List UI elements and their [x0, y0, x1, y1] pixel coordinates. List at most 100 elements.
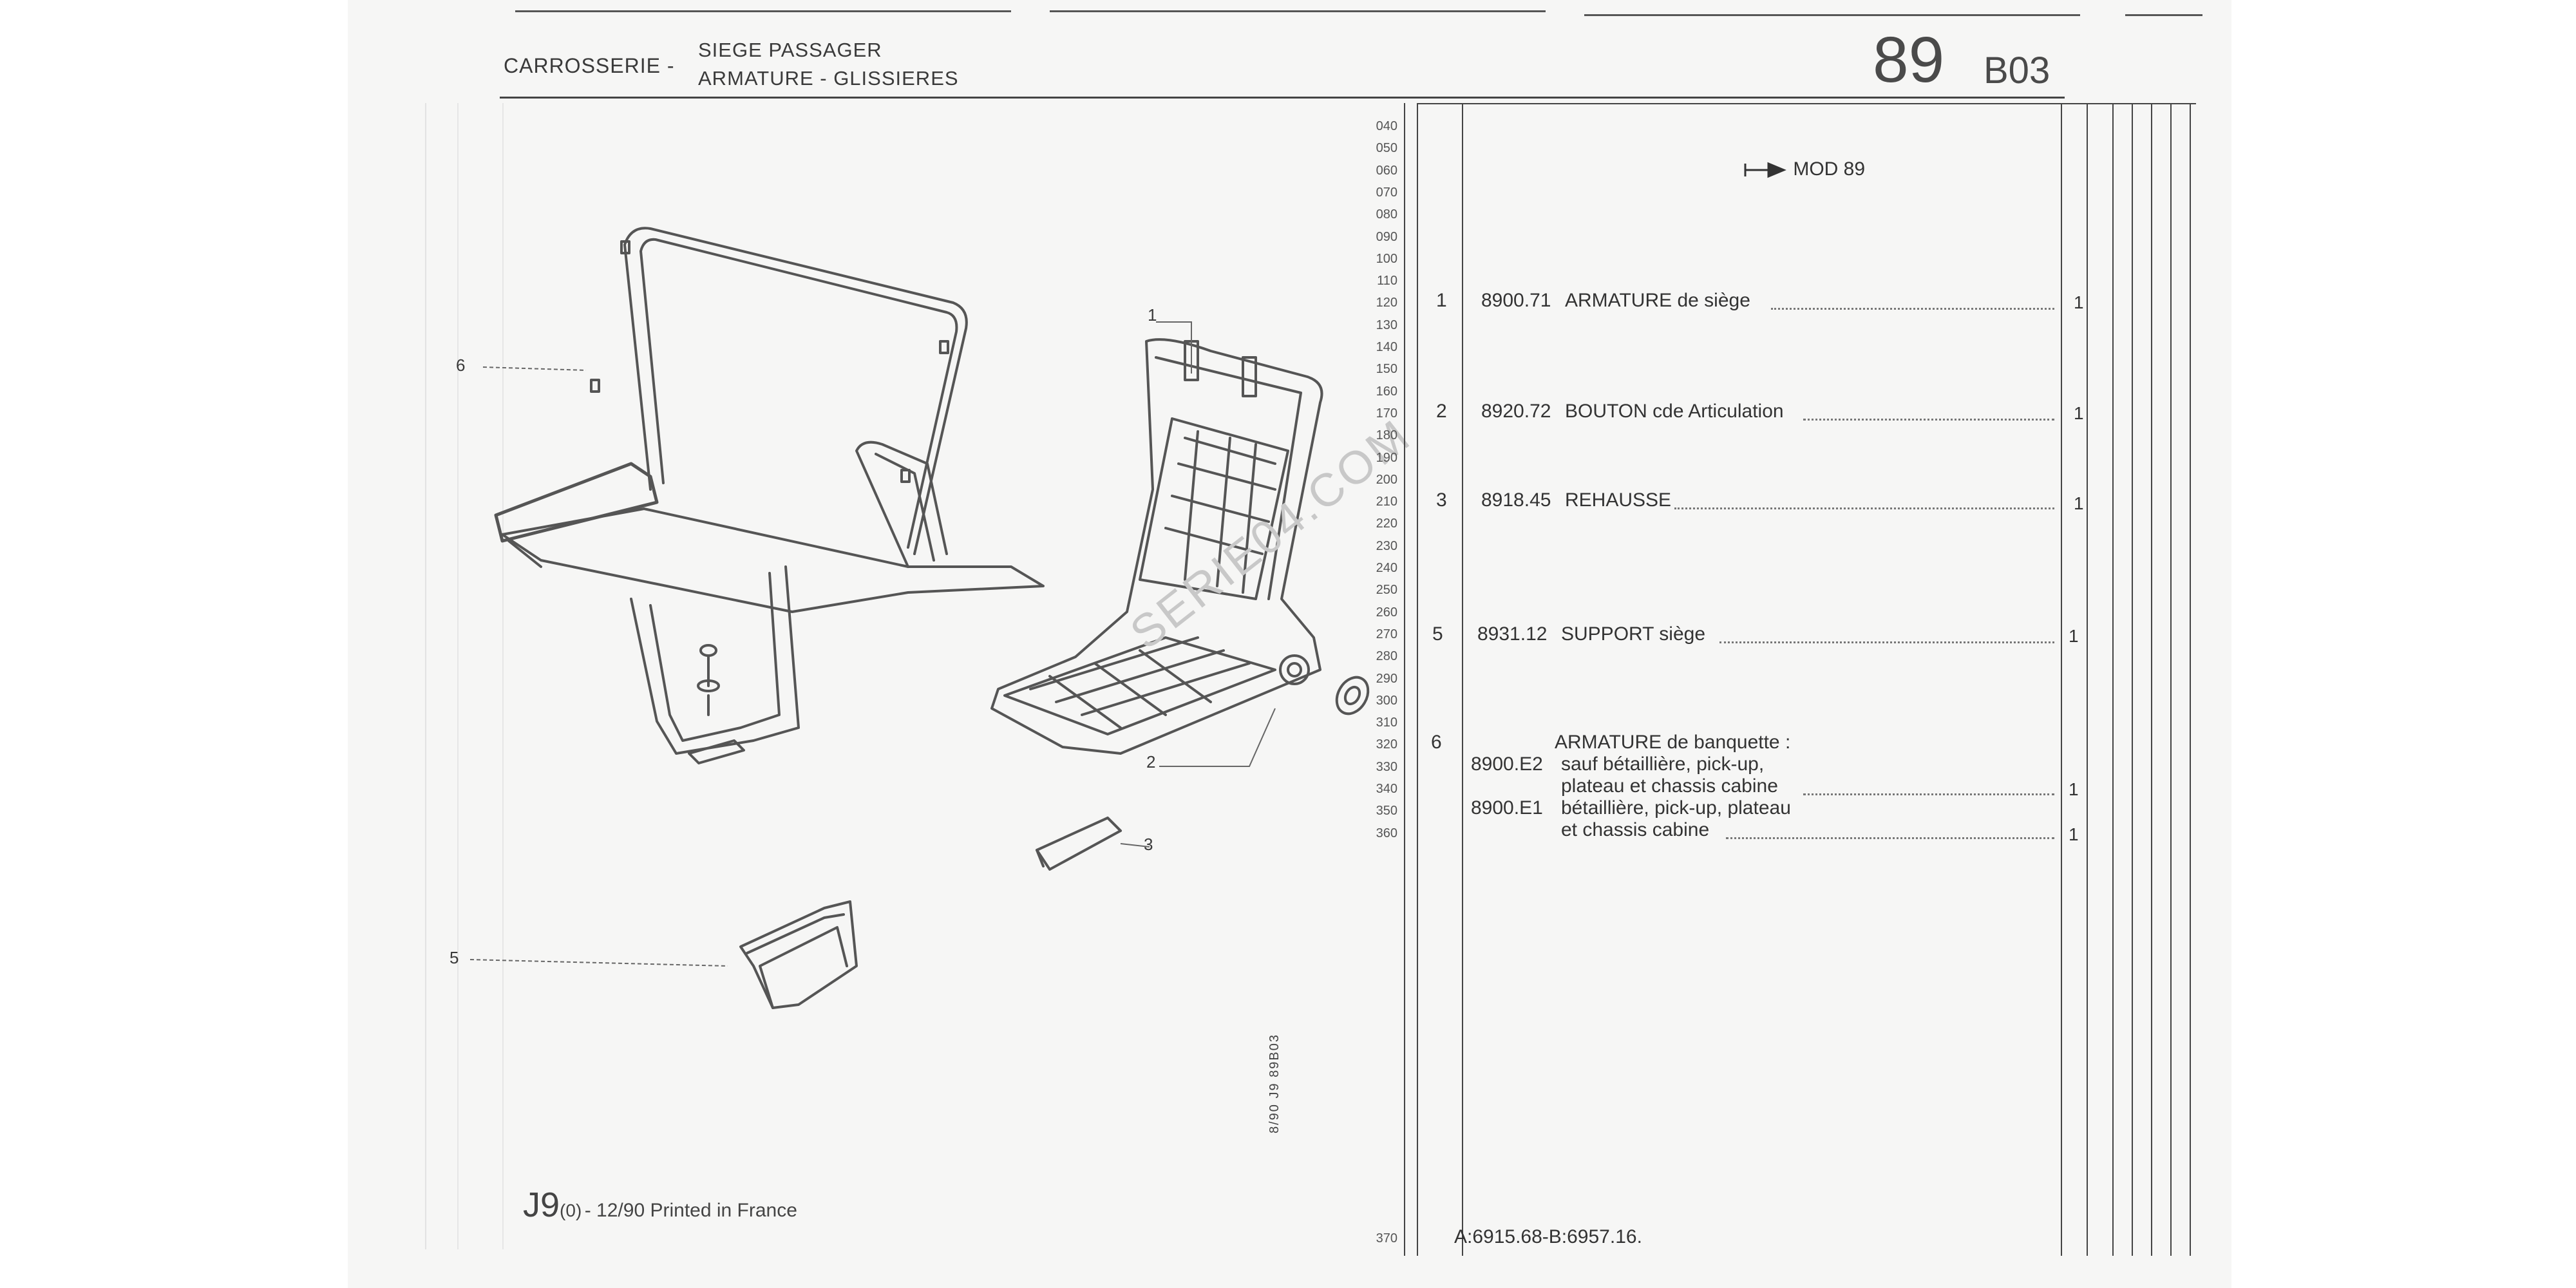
line-number-370: 370: [1376, 1231, 1397, 1245]
part-qty-5: 1: [2069, 626, 2079, 646]
catalog-page: CARROSSERIE - SIEGE PASSAGER ARMATURE - …: [348, 0, 2231, 1288]
line-number: 250: [1376, 583, 1397, 598]
model-suffix: (0): [560, 1200, 582, 1220]
col-line-9: [2170, 103, 2172, 1256]
vertical-code: 8/90 J9 89B03: [1267, 1034, 1282, 1133]
faint-guide-1: [425, 103, 426, 1249]
line-number: 290: [1376, 671, 1397, 686]
line-number: 150: [1376, 362, 1397, 377]
footer-model: J9(0) - 12/90 Printed in France: [523, 1185, 797, 1225]
group6-item-2-code: 8900.E1: [1471, 797, 1543, 819]
leader-row-5: [1719, 641, 2054, 643]
line-number: 140: [1376, 340, 1397, 354]
part-ref: 1: [1436, 290, 1447, 311]
line-number: 040: [1376, 119, 1397, 133]
faint-guide-2: [457, 103, 459, 1249]
support-part-5: [739, 900, 858, 1009]
col-line-10: [2190, 103, 2191, 1256]
line-number: 280: [1376, 649, 1397, 664]
callout-2: 2: [1146, 752, 1156, 772]
part-code: 8900.71: [1481, 290, 1551, 311]
model-code: J9: [523, 1186, 560, 1224]
group6-item-1-line1: sauf bétaillière, pick-up,: [1561, 753, 1765, 775]
callout-5: 5: [450, 948, 459, 967]
line-number: 340: [1376, 782, 1397, 796]
part-qty-2: 1: [2074, 403, 2084, 423]
col-line-1: [1404, 103, 1405, 1256]
line-number: 210: [1376, 495, 1397, 509]
bottom-reference: A:6915.68-B:6957.16.: [1454, 1226, 1642, 1247]
exploded-view-drawing: [469, 227, 1370, 1009]
mod-note-text: MOD 89: [1793, 158, 1866, 180]
mod-note: MOD 89: [1743, 158, 1865, 180]
leader-row-1: [1771, 308, 2054, 310]
line-number: 330: [1376, 759, 1397, 774]
faint-guide-3: [502, 103, 504, 1249]
group6-item-1-qty: 1: [2069, 779, 2079, 799]
col-line-5: [2087, 103, 2088, 1256]
group6-item-1-line2: plateau et chassis cabine: [1561, 775, 1778, 797]
leader-row-3: [1674, 507, 2054, 509]
group6-item-2-line2: et chassis cabine: [1561, 819, 1710, 840]
subtitle-2: ARMATURE - GLISSIERES: [698, 67, 959, 90]
line-number: 060: [1376, 163, 1397, 178]
line-number: 130: [1376, 317, 1397, 332]
subtitle-1: SIEGE PASSAGER: [698, 39, 882, 61]
line-number: 120: [1376, 296, 1397, 310]
page-number: 89: [1873, 24, 1945, 96]
seat-frame-part-1: [990, 338, 1323, 755]
page-code: B03: [1984, 50, 2050, 91]
col-line-2: [1417, 103, 1418, 1256]
riser-part-3: [1036, 817, 1122, 871]
part-ref: 2: [1436, 401, 1447, 422]
col-line-7: [2132, 103, 2133, 1256]
line-number: 360: [1376, 826, 1397, 840]
bolt-part: [688, 644, 745, 764]
col-line-3: [1462, 103, 1463, 1256]
part-code: 8918.45: [1481, 489, 1551, 511]
top-rule-2: [1050, 10, 1546, 12]
part-ref: 5: [1432, 623, 1443, 645]
line-number: 300: [1376, 693, 1397, 708]
line-number: 240: [1376, 561, 1397, 575]
leader-row-2: [1803, 419, 2054, 421]
callout-3: 3: [1144, 835, 1153, 854]
top-rule-3: [1584, 14, 2080, 16]
line-number: 310: [1376, 715, 1397, 730]
group6-ref: 6: [1431, 732, 1442, 753]
line-number: 170: [1376, 406, 1397, 421]
part-code: 8931.12: [1477, 623, 1548, 645]
callout-6: 6: [456, 355, 466, 375]
line-number: 070: [1376, 185, 1397, 200]
line-number: 270: [1376, 627, 1397, 641]
col-line-8: [2151, 103, 2152, 1256]
line-number: 200: [1376, 472, 1397, 487]
line-number: 090: [1376, 229, 1397, 244]
col-line-4: [2061, 103, 2062, 1256]
part-name: SUPPORT: [1561, 623, 1654, 645]
part-desc: cde Articulation: [1653, 401, 1784, 422]
part-desc: de siège: [1677, 290, 1750, 311]
group6-item-2-line1: bétaillière, pick-up, plateau: [1561, 797, 1791, 819]
printed-note: - 12/90 Printed in France: [584, 1200, 797, 1221]
line-number: 160: [1376, 384, 1397, 399]
section-title: CARROSSERIE -: [504, 54, 675, 77]
header-rule: [500, 97, 2065, 99]
knob-part-2: [1335, 676, 1370, 715]
top-rule-1: [515, 10, 1011, 12]
line-number: 050: [1376, 141, 1397, 156]
table-top-rule: [1417, 103, 2196, 104]
bench-frame-part-6: [494, 227, 1045, 755]
line-number: 110: [1377, 274, 1397, 289]
arrow-icon: [1744, 162, 1786, 178]
line-number: 180: [1376, 428, 1397, 443]
line-number: 100: [1376, 251, 1397, 266]
callout-1: 1: [1148, 305, 1157, 325]
line-number: 320: [1376, 737, 1397, 752]
top-rule-4: [2125, 14, 2202, 16]
group6-title: ARMATURE de banquette :: [1555, 732, 1791, 753]
